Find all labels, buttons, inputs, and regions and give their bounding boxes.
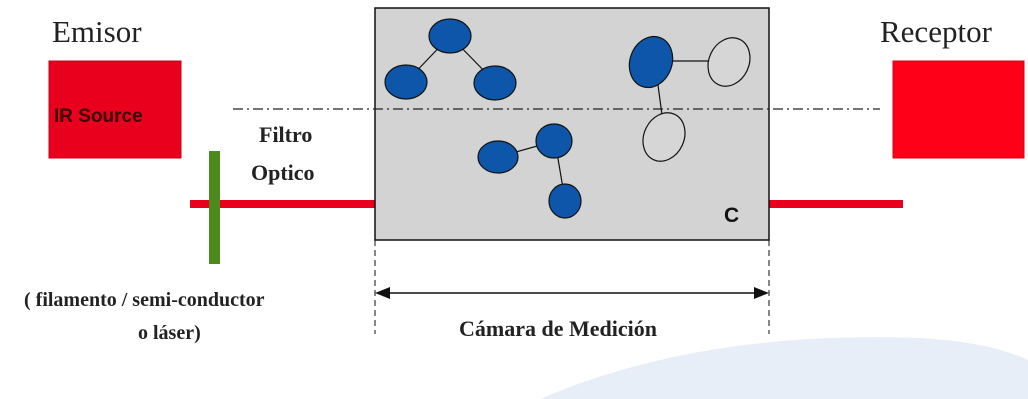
atom-blue xyxy=(473,65,517,101)
atom-blue xyxy=(477,140,519,174)
emitter-box xyxy=(48,60,182,159)
ir-source-label: IR Source xyxy=(54,106,143,127)
source-note-line1: ( filamento / semi-conductor xyxy=(24,289,265,311)
atom-blue xyxy=(428,18,472,54)
chamber-label: Cámara de Medición xyxy=(459,316,657,341)
chamber-width-arrow xyxy=(375,287,769,299)
atom-blue xyxy=(535,123,573,159)
receiver-box xyxy=(892,60,1025,159)
filter-label-line1: Filtro xyxy=(259,122,312,147)
atom-blue xyxy=(628,35,674,89)
filter-label-line2: Optico xyxy=(251,160,315,185)
receiver-title: Receptor xyxy=(880,14,993,49)
atom-blue xyxy=(384,64,428,100)
source-note-line2: o láser) xyxy=(138,322,201,344)
molecule-triatomic-1 xyxy=(384,18,517,101)
optical-filter xyxy=(209,151,220,264)
concentration-symbol: C xyxy=(724,204,739,227)
decorative-wave xyxy=(540,337,1028,399)
atom-grey xyxy=(707,37,751,87)
emitter-title: Emisor xyxy=(52,14,142,49)
molecule-triatomic-2 xyxy=(628,35,751,162)
atom-grey xyxy=(642,112,686,162)
molecule-triatomic-3 xyxy=(477,123,582,219)
atom-blue xyxy=(548,183,582,219)
